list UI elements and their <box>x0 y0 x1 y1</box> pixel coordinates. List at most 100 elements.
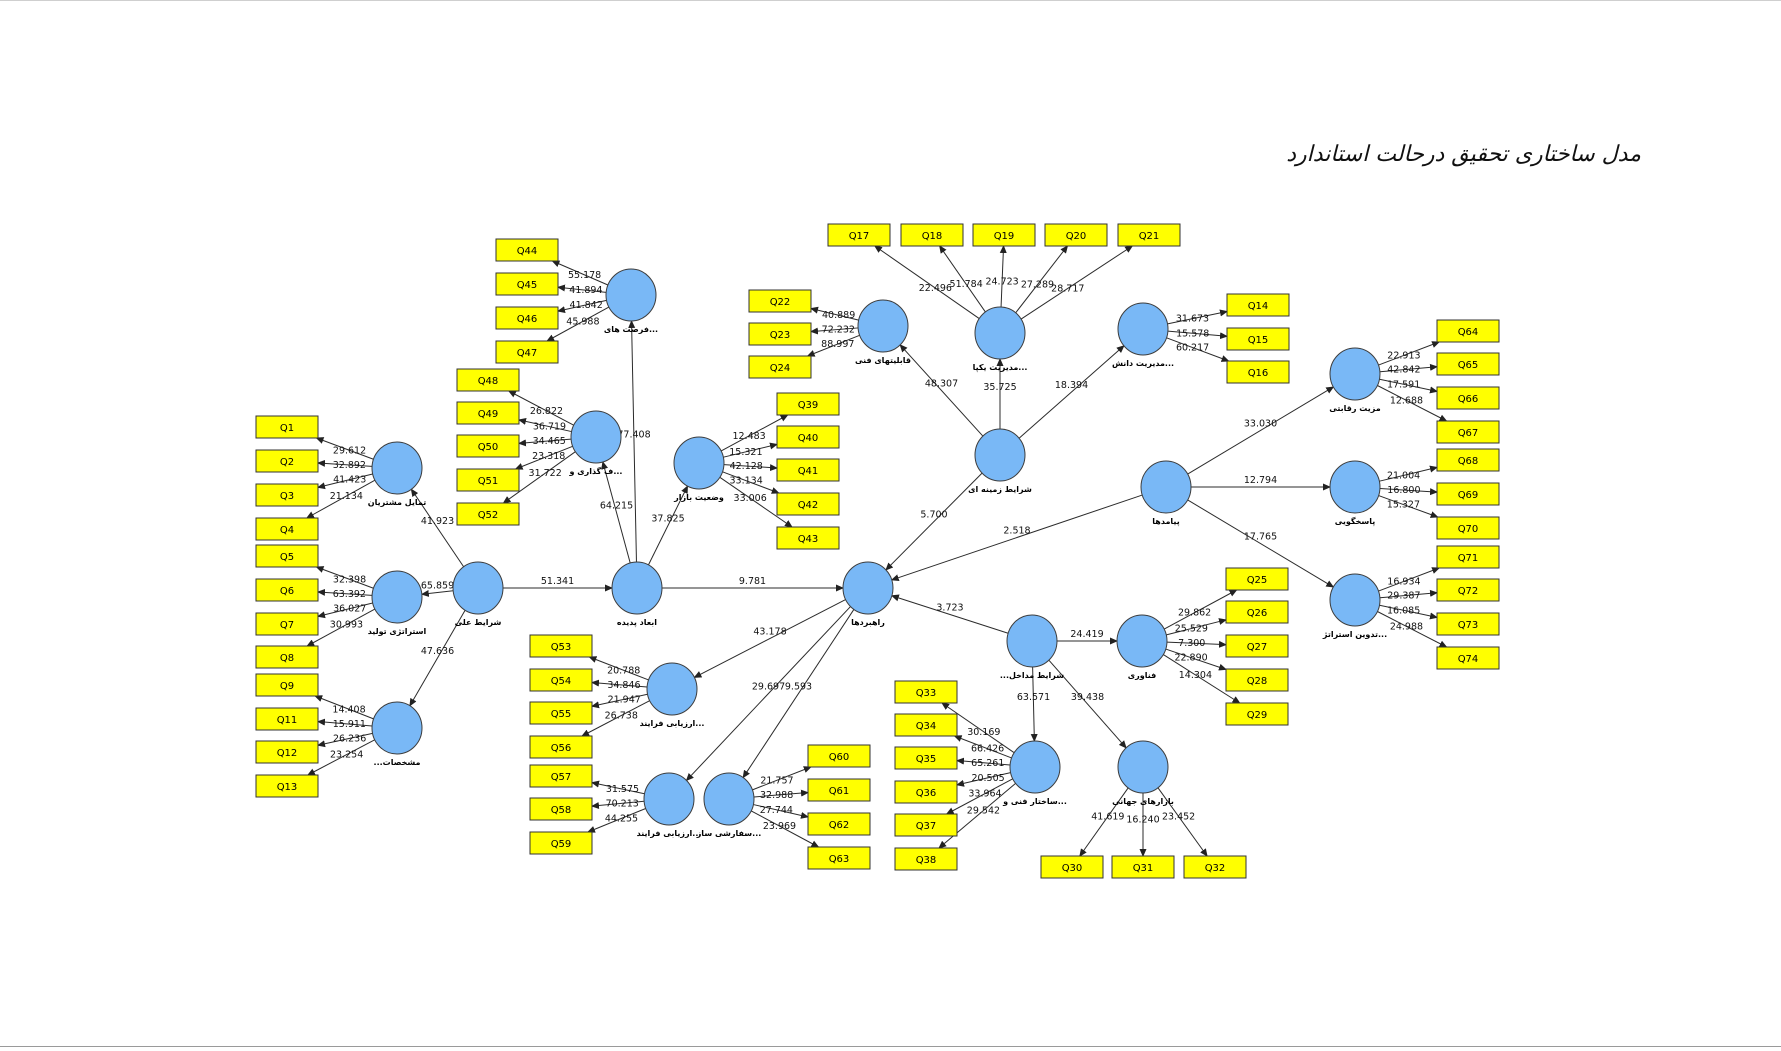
construct-label: پیامدها <box>1152 517 1179 526</box>
loading-value-label: 36.719 <box>533 422 566 433</box>
indicator-label: Q22 <box>770 297 791 308</box>
indicator-node: Q41 <box>776 458 840 482</box>
construct-ellipse <box>1009 740 1061 794</box>
loading-arrow <box>1166 640 1227 648</box>
indicator-node: Q22 <box>748 289 812 313</box>
indicator-node: Q60 <box>807 744 871 768</box>
indicator-box <box>529 831 593 855</box>
indicator-node: Q20 <box>1044 223 1108 247</box>
indicator-box <box>807 846 871 870</box>
construct-ellipse <box>1006 614 1058 668</box>
construct-ellipse <box>974 306 1026 360</box>
indicator-node: Q30 <box>1040 855 1104 879</box>
loading-arrow <box>810 327 859 335</box>
loading-arrow <box>317 602 373 619</box>
indicator-box <box>894 780 958 804</box>
path-coefficient-label: 41.923 <box>421 516 454 527</box>
indicator-box <box>1436 319 1500 343</box>
indicator-box <box>1044 223 1108 247</box>
path-coefficient-label: 33.030 <box>1244 419 1277 430</box>
loading-value-label: 16.800 <box>1387 485 1420 496</box>
path-coefficient-label: 47.636 <box>421 646 454 657</box>
loading-arrow <box>1167 330 1228 340</box>
indicator-box <box>529 797 593 821</box>
path-coefficient-label: 24.419 <box>1070 629 1103 640</box>
construct-label: بازارهای جهانی <box>1112 797 1174 806</box>
indicator-box <box>255 517 319 541</box>
loading-arrow <box>1166 618 1227 636</box>
construct-label: ...ارزیابی فرایند <box>637 829 702 838</box>
indicator-node: Q29 <box>1225 702 1289 726</box>
indicator-label: Q51 <box>478 476 499 487</box>
indicator-label: Q63 <box>829 854 850 865</box>
path-arrow <box>409 610 466 707</box>
loading-value-label: 21.757 <box>760 775 793 786</box>
path-coefficient-label: 35.725 <box>983 382 1016 393</box>
indicator-box <box>748 355 812 379</box>
construct-node: شرایط علی <box>452 561 504 627</box>
indicator-node: Q4 <box>255 517 319 541</box>
construct-node: ...ارزیابی فرایند <box>640 662 704 728</box>
loading-value-label: 20.788 <box>607 665 640 676</box>
indicator-label: Q13 <box>277 782 298 793</box>
page-title: مدل ساختاری تحقیق درحالت استاندارد <box>1286 142 1641 167</box>
construct-node: پاسخگویی <box>1329 460 1381 526</box>
construct-label: ...مدیریت یکپا <box>973 363 1028 372</box>
indicator-node: Q73 <box>1436 612 1500 636</box>
loading-value-label: 23.318 <box>532 451 565 462</box>
indicator-box <box>255 707 319 731</box>
loading-value-label: 27.744 <box>760 805 793 816</box>
loading-value-label: 41.894 <box>569 285 602 296</box>
indicator-label: Q2 <box>280 457 294 468</box>
indicator-label: Q28 <box>1247 676 1268 687</box>
indicator-box <box>1436 420 1500 444</box>
loading-arrow <box>999 245 1007 308</box>
path-arrow <box>693 599 846 678</box>
top-border <box>0 0 1781 1</box>
indicator-label: Q17 <box>849 231 870 242</box>
path-arrow <box>628 319 637 563</box>
indicator-label: Q4 <box>280 525 294 536</box>
loading-arrow <box>939 245 986 313</box>
construct-ellipse <box>1117 302 1169 356</box>
loading-value-label: 66.426 <box>971 744 1004 755</box>
loading-value-label: 15.911 <box>333 719 366 730</box>
indicator-label: Q36 <box>916 788 937 799</box>
indicator-label: Q29 <box>1247 710 1268 721</box>
indicator-node: Q69 <box>1436 482 1500 506</box>
path-arrow <box>685 606 851 782</box>
indicator-node: Q48 <box>456 368 520 392</box>
indicator-node: Q70 <box>1436 516 1500 540</box>
indicator-box <box>1226 360 1290 384</box>
loading-value-label: 23.969 <box>763 821 796 832</box>
indicator-label: Q14 <box>1248 301 1269 312</box>
indicator-box <box>1436 482 1500 506</box>
loading-arrow <box>317 732 373 748</box>
indicator-box <box>900 223 964 247</box>
loading-value-label: 31.673 <box>1176 314 1209 325</box>
loading-arrow <box>956 757 1011 766</box>
loading-arrow <box>810 306 859 321</box>
construct-label: ...مدیریت دانش <box>1112 359 1174 369</box>
indicator-label: Q48 <box>478 376 499 387</box>
construct-label: ...ف گذاری و <box>569 466 623 476</box>
indicator-label: Q56 <box>551 743 572 754</box>
construct-ellipse <box>643 772 695 826</box>
indicator-node: Q63 <box>807 846 871 870</box>
indicator-label: Q52 <box>478 510 499 521</box>
construct-node: ...مدیریت دانش <box>1112 302 1174 369</box>
path-coefficient-label: 18.394 <box>1055 380 1088 391</box>
construct-ellipse <box>1329 573 1381 627</box>
loading-arrow <box>720 414 789 452</box>
indicator-label: Q47 <box>517 348 538 359</box>
indicator-label: Q46 <box>517 314 538 325</box>
indicator-label: Q60 <box>829 752 850 763</box>
construct-ellipse <box>673 436 725 490</box>
loading-arrow <box>1379 589 1438 599</box>
indicator-node: Q12 <box>255 740 319 764</box>
loading-value-label: 29.862 <box>1178 608 1211 619</box>
indicator-node: Q3 <box>255 483 319 507</box>
loading-arrow <box>587 808 646 833</box>
indicator-box <box>255 612 319 636</box>
construct-node: ...مدیریت یکپا <box>973 306 1028 372</box>
